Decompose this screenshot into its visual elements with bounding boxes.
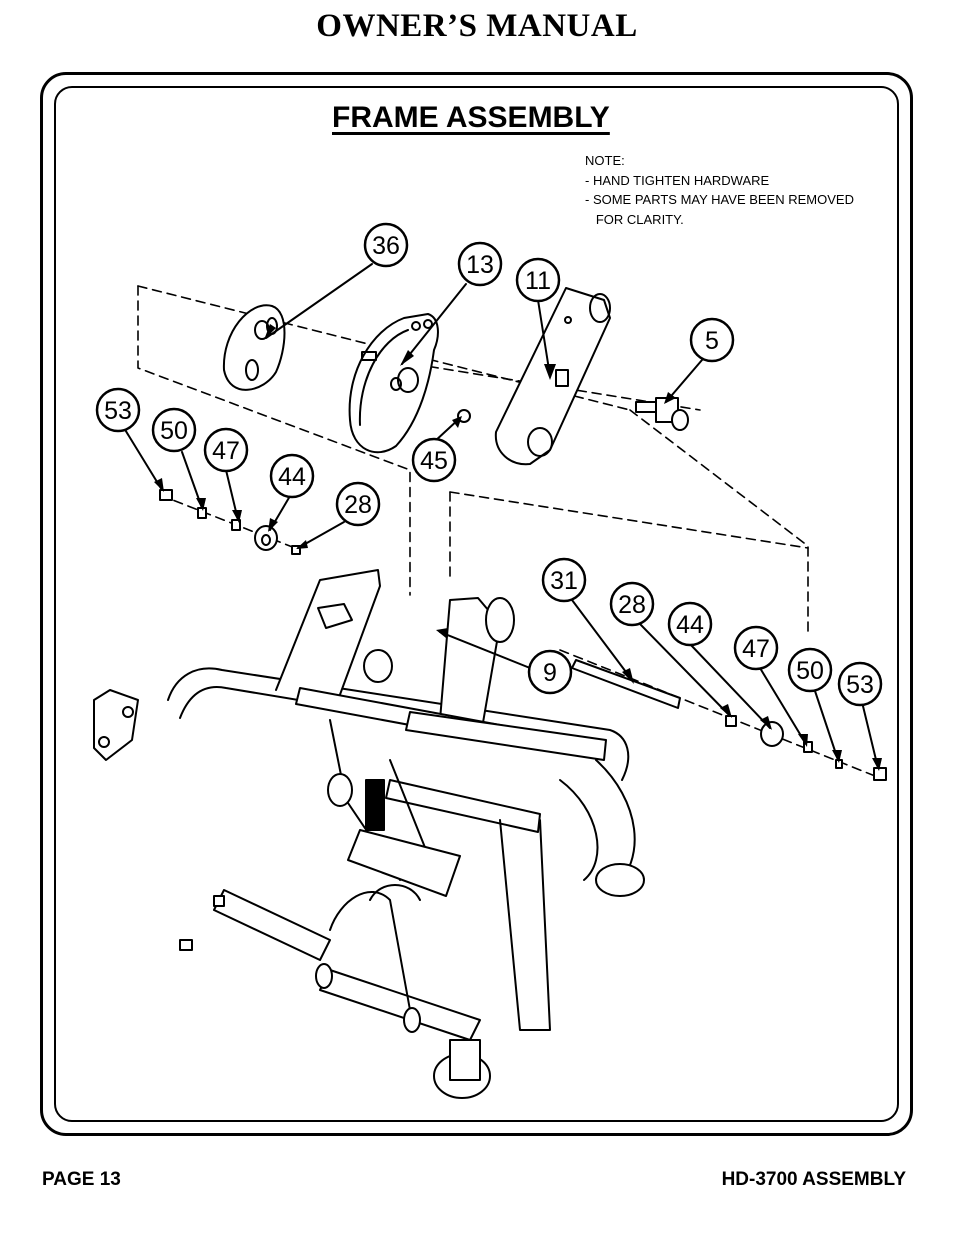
leader-arrowheads bbox=[154, 324, 882, 771]
callout-44-right: 44 bbox=[676, 611, 704, 639]
note-heading: NOTE: bbox=[585, 153, 625, 168]
callout-numbers: 36 13 11 5 53 50 47 44 28 45 31 9 28 44 … bbox=[104, 232, 874, 699]
note-line-2: - SOME PARTS MAY HAVE BEEN REMOVED bbox=[585, 192, 854, 207]
callout-bubble-47-right bbox=[733, 625, 779, 671]
callout-bubble-53-right bbox=[837, 661, 883, 707]
callout-bubble-44-right bbox=[667, 601, 713, 647]
note-line-3: FOR CLARITY. bbox=[585, 211, 684, 227]
small-hardware bbox=[159, 409, 887, 781]
leader-lines bbox=[123, 263, 879, 769]
callout-45: 45 bbox=[420, 447, 448, 475]
callout-bubble-36 bbox=[363, 222, 409, 268]
callout-bubble-28-left bbox=[335, 481, 381, 527]
model-assembly-label: HD-3700 ASSEMBLY bbox=[721, 1169, 906, 1190]
callout-50-right: 50 bbox=[796, 657, 824, 685]
callout-11: 11 bbox=[525, 267, 551, 295]
callout-28-left: 28 bbox=[344, 491, 372, 519]
assembly-note: NOTE: - HAND TIGHTEN HARDWARE - SOME PAR… bbox=[585, 151, 854, 229]
callout-bubble-11 bbox=[515, 257, 561, 303]
callout-31: 31 bbox=[550, 567, 578, 595]
callout-bubble-47-left bbox=[203, 427, 249, 473]
callout-53-left: 53 bbox=[104, 397, 132, 425]
part-36-side-plate bbox=[222, 304, 286, 391]
callout-bubble-53-left bbox=[95, 387, 141, 433]
callout-50-left: 50 bbox=[160, 417, 188, 445]
callout-bubble-5 bbox=[689, 317, 735, 363]
callout-5: 5 bbox=[705, 327, 719, 355]
page-border-inner bbox=[54, 86, 899, 1122]
part-11-arm bbox=[494, 287, 611, 466]
part-5-pop-pin bbox=[635, 397, 689, 431]
callout-28-right: 28 bbox=[618, 591, 646, 619]
page-number: PAGE 13 bbox=[42, 1169, 121, 1190]
section-title: FRAME ASSEMBLY bbox=[332, 101, 610, 134]
callout-53-right: 53 bbox=[846, 671, 874, 699]
callout-bubble-50-left bbox=[151, 407, 197, 453]
part-13-cam-plate bbox=[348, 313, 439, 454]
main-frame bbox=[93, 569, 645, 1099]
note-line-1: - HAND TIGHTEN HARDWARE bbox=[585, 172, 770, 188]
callout-47-left: 47 bbox=[212, 437, 240, 465]
callout-bubble-44-left bbox=[269, 453, 315, 499]
callout-13: 13 bbox=[466, 251, 494, 279]
part-31-rod bbox=[571, 659, 681, 709]
callout-bubble-50-right bbox=[787, 647, 833, 693]
callout-bubble-9 bbox=[527, 649, 573, 695]
callout-bubbles bbox=[95, 222, 883, 707]
callout-bubble-45 bbox=[411, 437, 457, 483]
callout-bubble-13 bbox=[457, 241, 503, 287]
callout-47-right: 47 bbox=[742, 635, 770, 663]
manual-title: OWNER’S MANUAL bbox=[316, 8, 638, 44]
page-border-outer bbox=[40, 72, 913, 1136]
callout-bubble-28-right bbox=[609, 581, 655, 627]
callout-bubble-31 bbox=[541, 557, 587, 603]
callout-9: 9 bbox=[543, 659, 557, 687]
callout-44-left: 44 bbox=[278, 463, 306, 491]
callout-36: 36 bbox=[372, 232, 400, 260]
